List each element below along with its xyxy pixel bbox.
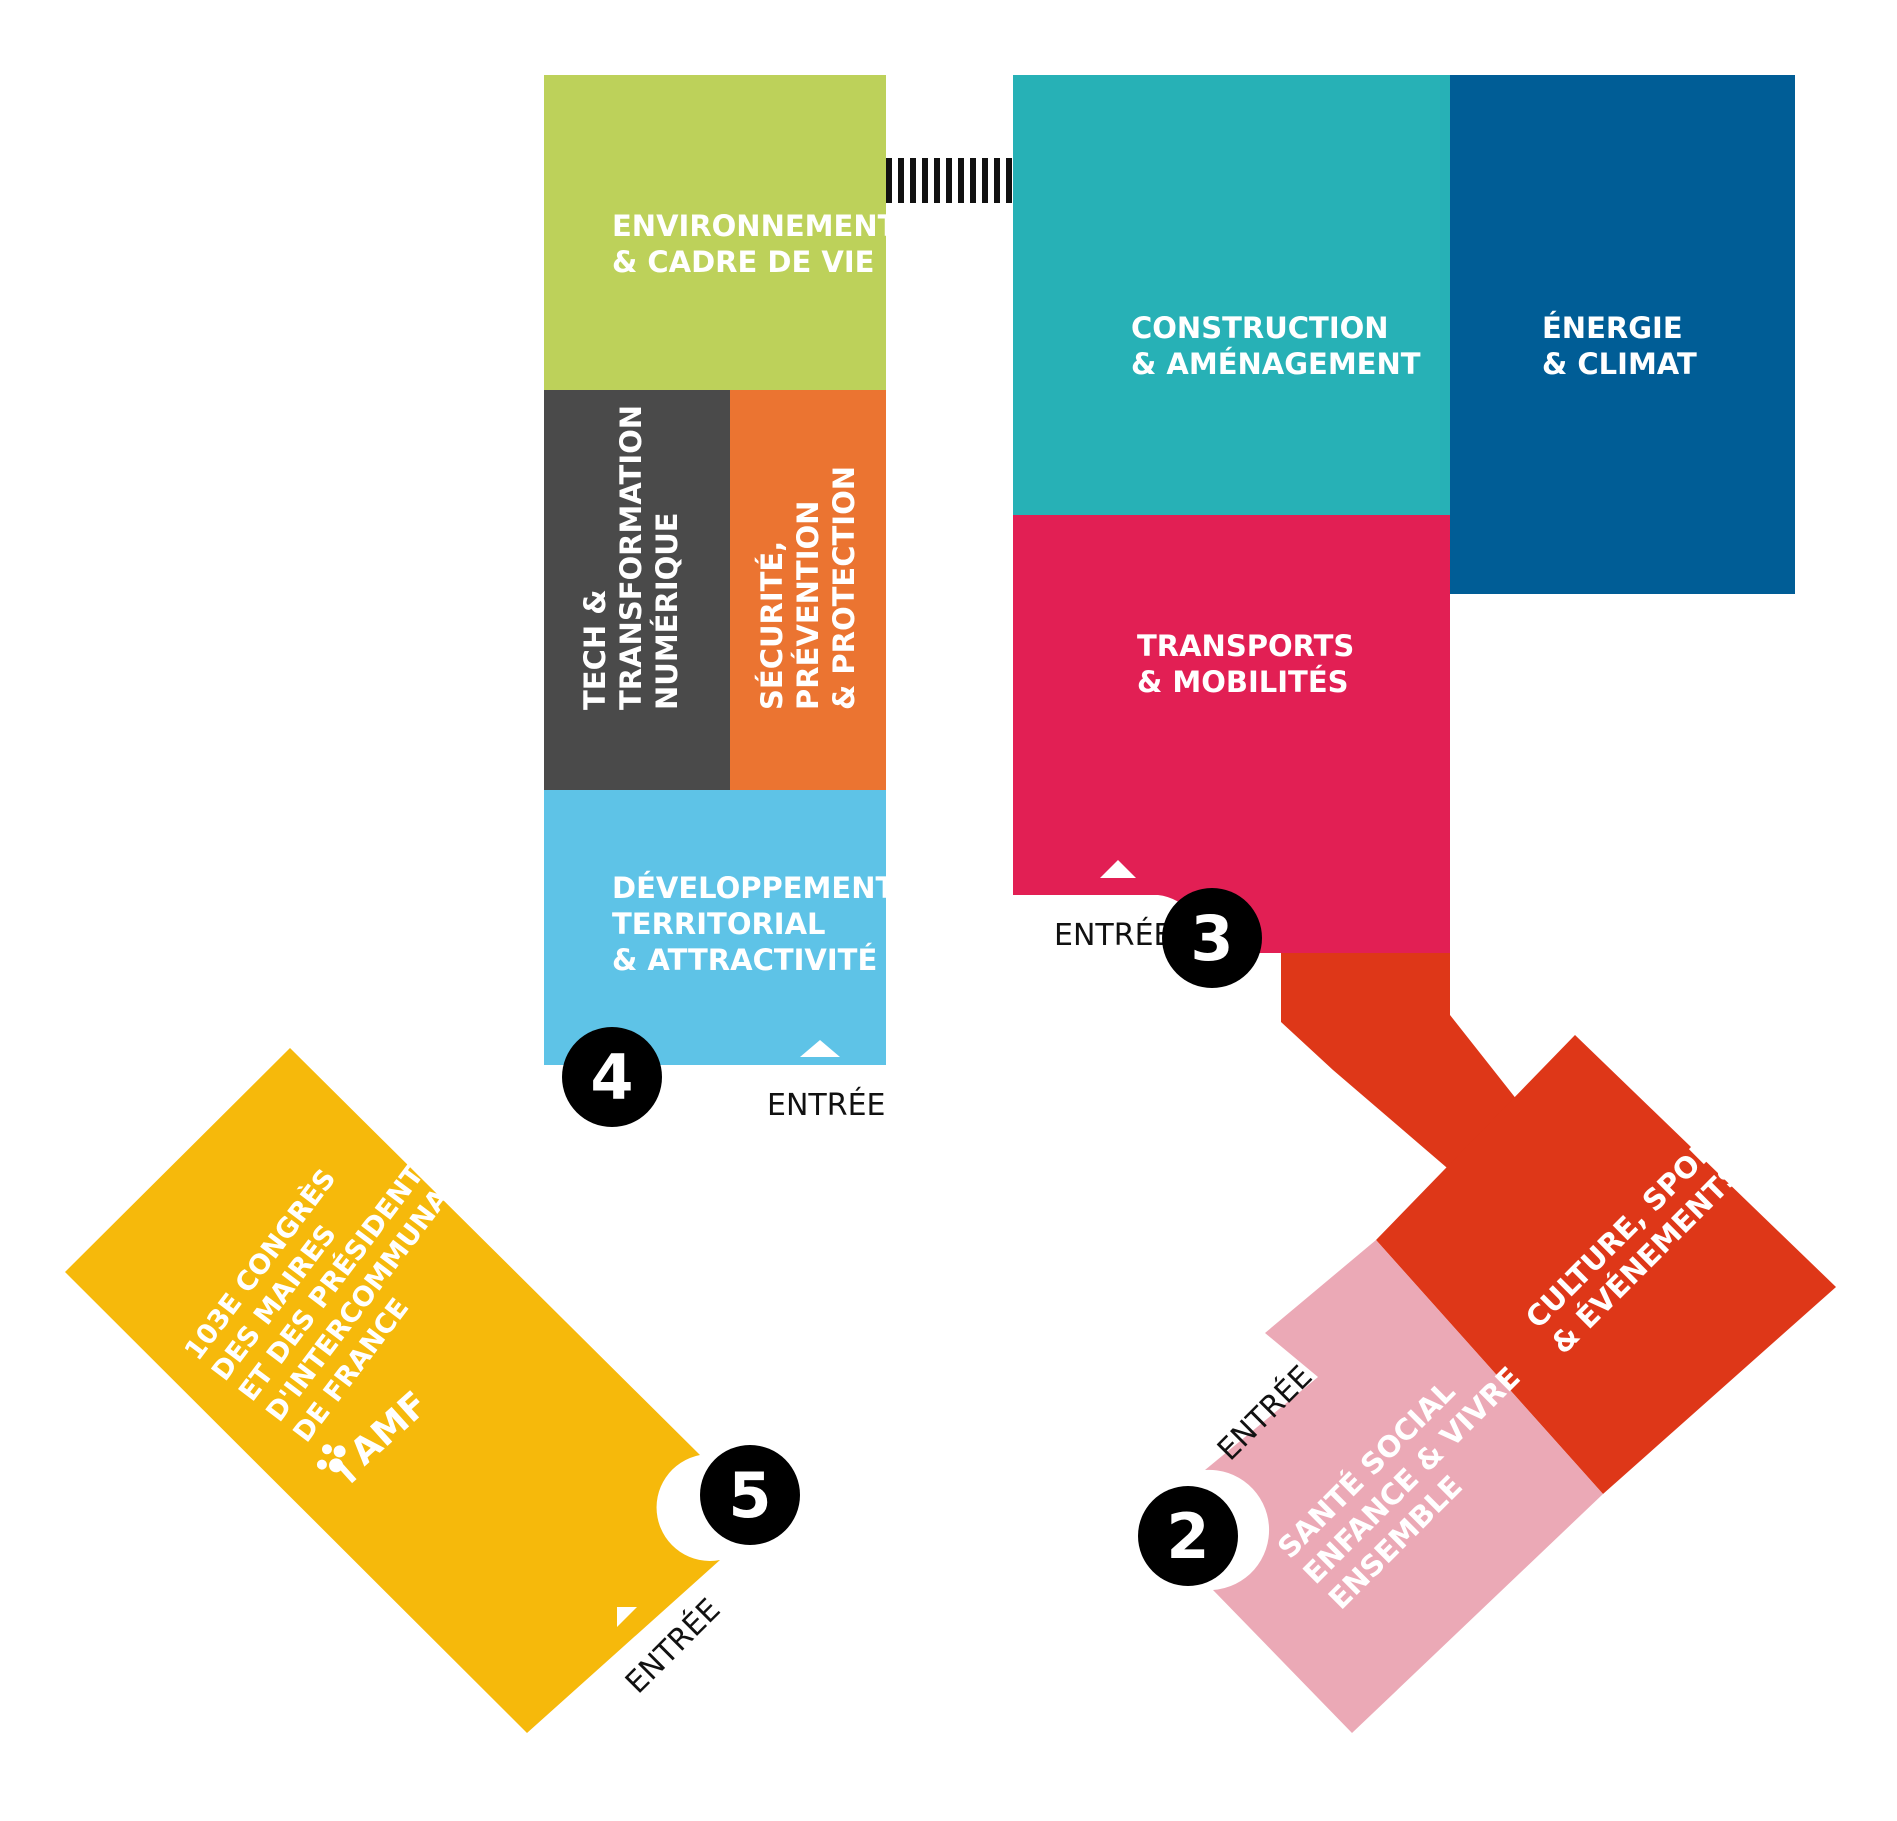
label-environnement: ENVIRONNEMENT & CADRE DE VIE xyxy=(612,209,907,279)
hall-number-2: 2 xyxy=(1166,1500,1209,1573)
entrance-marker-hall4 xyxy=(800,1040,840,1057)
zone-tech[interactable] xyxy=(544,390,730,790)
entrance-label-hall3: ENTRÉE xyxy=(1054,917,1172,953)
hall-badge-2[interactable]: 2 xyxy=(1138,1486,1238,1586)
passage-connector xyxy=(886,158,1012,203)
hall-number-5: 5 xyxy=(728,1459,771,1532)
label-securite: SÉCURITÉ, PRÉVENTION & PROTECTION xyxy=(755,466,861,710)
hall-badge-4[interactable]: 4 xyxy=(562,1027,662,1127)
zone-securite[interactable] xyxy=(730,390,886,790)
entrance-marker-hall3 xyxy=(1100,860,1136,878)
corridor-hall2 xyxy=(1281,953,1521,1173)
zone-environnement[interactable] xyxy=(544,75,886,390)
zone-construction[interactable] xyxy=(1013,75,1450,515)
label-transports: TRANSPORTS & MOBILITÉS xyxy=(1137,629,1364,699)
hall-number-3: 3 xyxy=(1190,902,1233,975)
zone-congres[interactable] xyxy=(65,1048,720,1733)
zone-culture[interactable] xyxy=(1376,1035,1836,1494)
zone-sante[interactable] xyxy=(1205,1240,1603,1733)
entrance-label-hall4: ENTRÉE xyxy=(767,1087,885,1123)
label-tech: TECH & TRANSFORMATION NUMÉRIQUE xyxy=(578,395,684,710)
entrance-marker-hall5 xyxy=(617,1607,637,1627)
hall-badge-5[interactable]: 5 xyxy=(700,1445,800,1545)
label-developpement: DÉVELOPPEMENT TERRITORIAL & ATTRACTIVITÉ xyxy=(612,871,905,977)
zone-energie[interactable] xyxy=(1450,75,1795,594)
zone-developpement[interactable] xyxy=(544,790,886,1065)
zone-transports[interactable] xyxy=(1013,515,1450,953)
label-construction: CONSTRUCTION & AMÉNAGEMENT xyxy=(1131,311,1421,381)
label-energie: ÉNERGIE & CLIMAT xyxy=(1542,311,1697,381)
hall-number-4: 4 xyxy=(590,1041,633,1114)
tree-icon xyxy=(316,1444,357,1484)
hall-badge-3[interactable]: 3 xyxy=(1162,888,1262,988)
